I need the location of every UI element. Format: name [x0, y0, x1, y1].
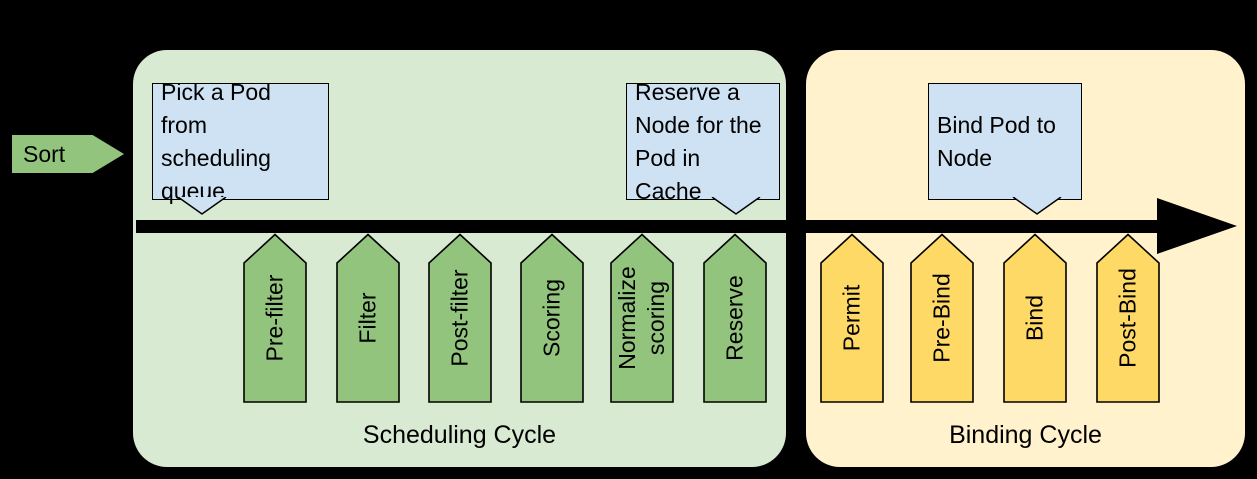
sort-label: Sort — [23, 140, 66, 167]
pentagon-arrow-icon — [336, 233, 400, 403]
step-post-bind: Post-Bind — [1096, 233, 1160, 403]
callout-bind-pod: Bind Pod to Node — [928, 83, 1082, 215]
step-label: Filter — [354, 292, 381, 344]
step-label: Normalize scoring — [614, 266, 669, 370]
step-label: Permit — [838, 284, 865, 352]
step-pre-filter: Pre-filter — [243, 233, 307, 403]
step-scoring: Scoring — [520, 233, 584, 403]
timeline-arrow-shaft — [136, 220, 1158, 233]
step-label: Pre-Bind — [928, 273, 955, 363]
step-normalize-scoring: Normalize scoring — [610, 233, 674, 403]
callout-bind-pod-text: Bind Pod to Node — [937, 111, 1056, 171]
step-label: Reserve — [721, 275, 748, 361]
step-permit: Permit — [820, 233, 884, 403]
step-label: Pre-filter — [261, 274, 288, 362]
callout-tail-icon — [177, 197, 227, 215]
pentagon-arrow-icon — [428, 233, 492, 403]
step-post-filter: Post-filter — [428, 233, 492, 403]
pentagon-arrow-icon — [1096, 233, 1160, 403]
step-pre-bind: Pre-Bind — [910, 233, 974, 403]
callout-pick-pod-text: Pick a Pod from scheduling queue — [161, 78, 271, 204]
pentagon-arrow-icon — [1003, 233, 1067, 403]
step-filter: Filter — [336, 233, 400, 403]
pentagon-arrow-icon — [910, 233, 974, 403]
callout-reserve-node-text: Reserve a Node for the Pod in Cache — [635, 78, 762, 204]
pentagon-arrow-icon — [703, 233, 767, 403]
pentagon-arrow-icon — [610, 233, 674, 403]
pentagon-arrow-icon — [243, 233, 307, 403]
callout-pick-pod: Pick a Pod from scheduling queue — [152, 79, 329, 215]
binding-cycle-label: Binding Cycle — [949, 421, 1102, 449]
step-label: Scoring — [538, 279, 565, 357]
step-label: Post-Bind — [1114, 268, 1141, 368]
step-label: Bind — [1021, 294, 1048, 342]
callout-tail-icon — [1012, 197, 1062, 215]
pentagon-arrow-icon — [520, 233, 584, 403]
step-bind: Bind — [1003, 233, 1067, 403]
step-reserve: Reserve — [703, 233, 767, 403]
step-label: Post-filter — [446, 269, 473, 367]
pentagon-arrow-icon — [820, 233, 884, 403]
timeline-arrow-head-icon — [1157, 198, 1237, 254]
scheduling-cycle-label: Scheduling Cycle — [362, 421, 557, 449]
callout-tail-icon — [711, 197, 761, 215]
sort-arrow: Sort — [12, 135, 124, 173]
callout-reserve-node: Reserve a Node for the Pod in Cache — [626, 79, 780, 215]
